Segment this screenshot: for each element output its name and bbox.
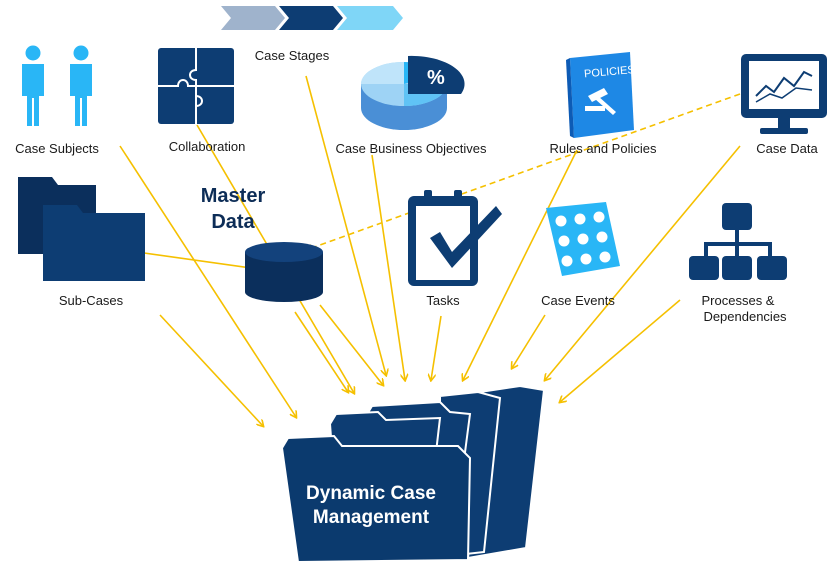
case-subjects-label: Case Subjects [15, 141, 99, 156]
case-stages-label: Case Stages [254, 48, 330, 63]
percent-sign: % [427, 67, 445, 89]
chevron-icon [279, 6, 343, 30]
master-data-title-line1: Master [200, 185, 266, 207]
calendar-icon [546, 202, 620, 276]
arrow [512, 314, 546, 368]
hierarchy-icon [689, 203, 787, 280]
arrow [119, 145, 296, 417]
chevron-icon [221, 6, 285, 30]
rules-and-policies-label: Rules and Policies [549, 141, 657, 156]
policies-book-icon [566, 52, 634, 138]
dcm-title-line2: Management [312, 507, 430, 528]
collaboration-label: Collaboration [168, 139, 246, 154]
arrow [463, 149, 578, 380]
folder-icon [280, 384, 546, 564]
tasks-label: Tasks [426, 293, 460, 308]
arrow [545, 145, 741, 380]
processes-label-line1: Processes & [701, 293, 775, 308]
arrow-dashed [306, 93, 741, 250]
master-data-title-line2: Data [211, 211, 255, 233]
people-icon [22, 45, 92, 126]
arrow [371, 154, 405, 380]
folders-icon [18, 177, 145, 281]
policies-book-title: POLICIES [584, 64, 636, 80]
sub-cases-label: Sub-Cases [58, 293, 124, 308]
pie-chart-icon [361, 55, 465, 130]
puzzle-icon [158, 48, 234, 124]
arrow [294, 311, 348, 392]
monitor-chart-icon [741, 54, 827, 134]
database-icon [245, 242, 323, 302]
chevron-icon [337, 6, 403, 30]
dcm-title: Dynamic Case Management [296, 482, 446, 530]
arrow [319, 304, 383, 385]
arrows [119, 75, 741, 426]
task-checklist-icon [408, 190, 502, 286]
case-data-label: Case Data [756, 141, 818, 156]
case-stages-chevrons [221, 6, 403, 30]
arrow [159, 314, 263, 426]
arrow [136, 251, 258, 269]
arrow [560, 299, 681, 402]
arrow [431, 315, 442, 380]
dcm-title-line1: Dynamic Case [306, 483, 436, 504]
case-events-label: Case Events [541, 293, 615, 308]
case-business-objectives-label: Case Business Objectives [335, 141, 487, 156]
processes-label-line2: Dependencies [703, 309, 787, 324]
arrow [305, 75, 386, 375]
